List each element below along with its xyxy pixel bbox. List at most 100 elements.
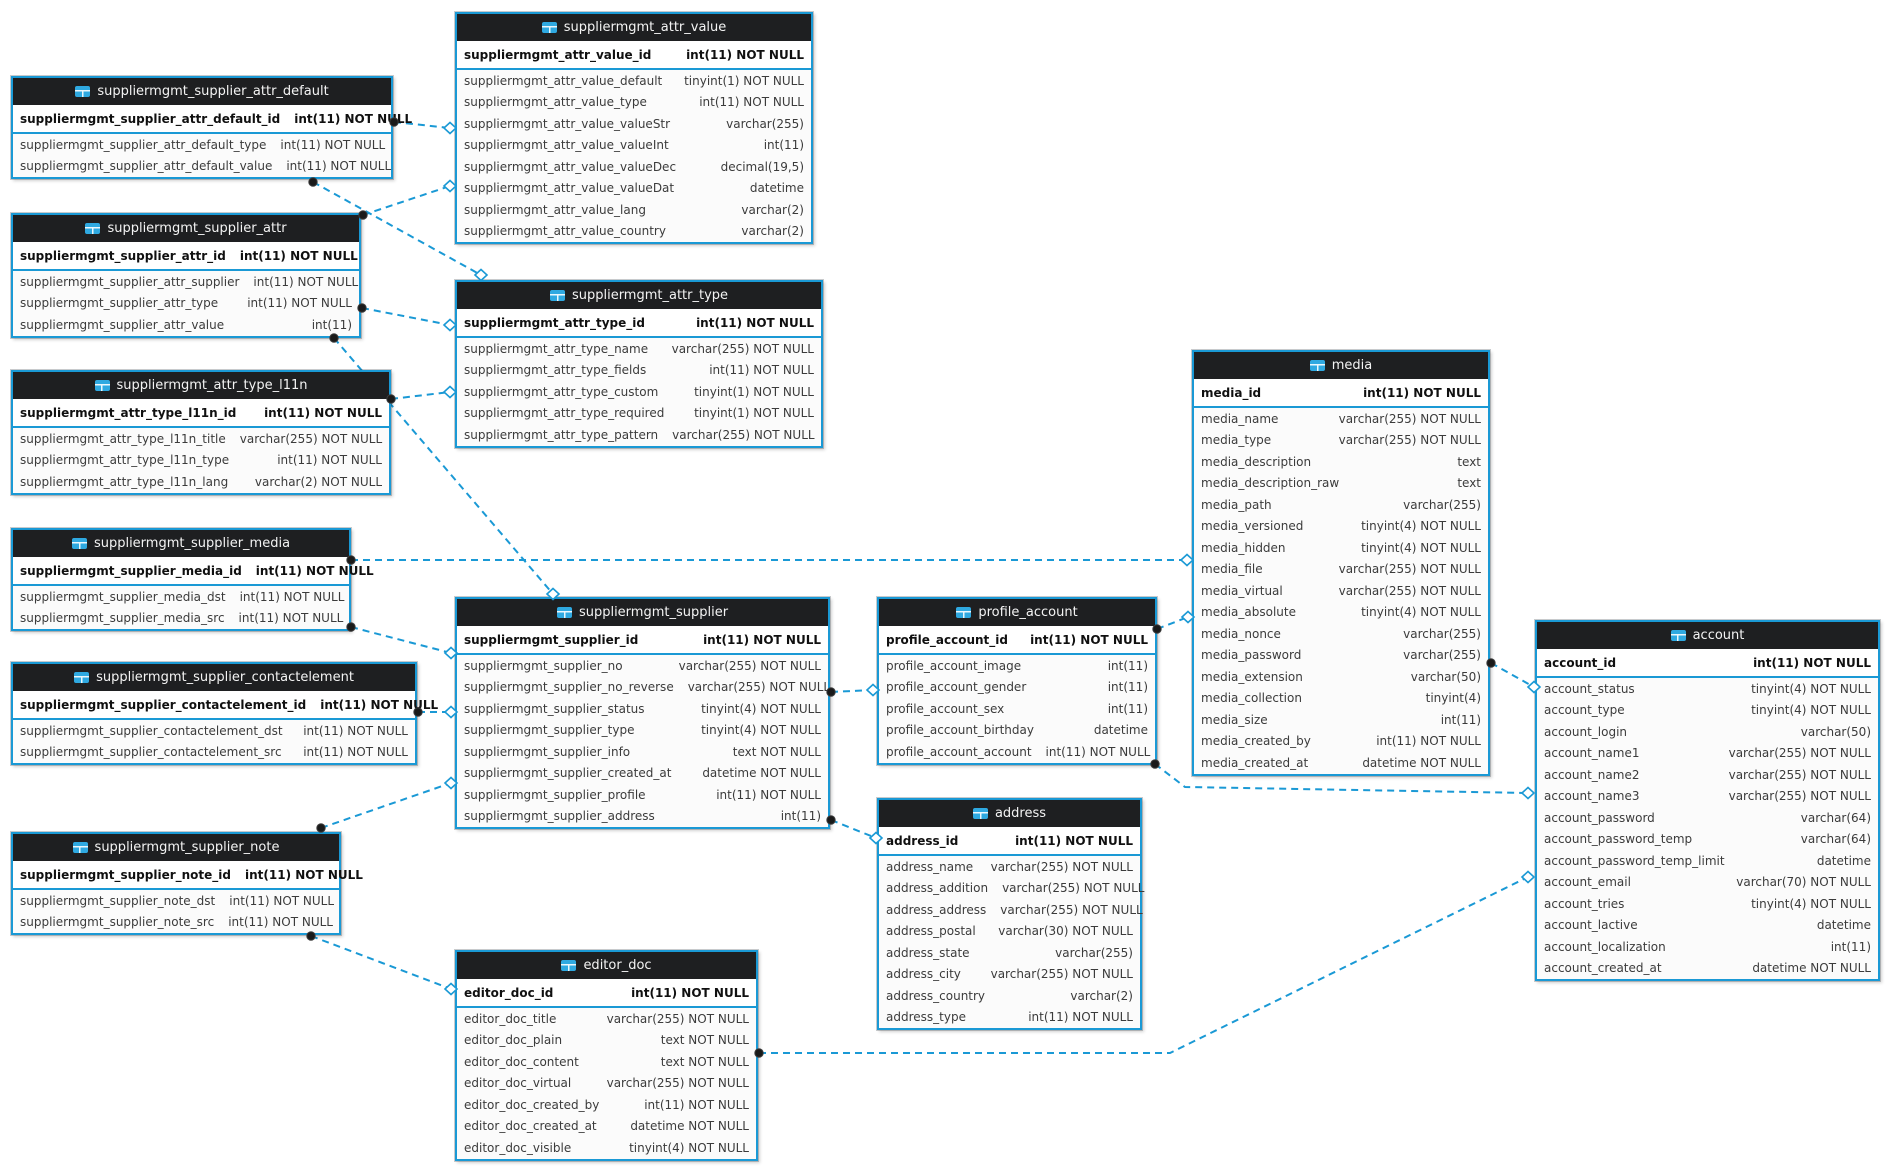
table-suppliermgmt_attr_value[interactable]: suppliermgmt_attr_value suppliermgmt_attr… [455, 12, 813, 244]
table-suppliermgmt_supplier_media[interactable]: suppliermgmt_supplier_media suppliermgmt_… [11, 528, 374, 631]
pk-column-name: suppliermgmt_attr_type_id [464, 315, 645, 330]
table-suppliermgmt_supplier[interactable]: suppliermgmt_supplier suppliermgmt_suppli… [455, 597, 830, 829]
column-type: int(11) NOT NULL [699, 95, 804, 110]
table-header[interactable]: suppliermgmt_supplier_contactelement [13, 664, 415, 691]
rel-supplier-address[interactable] [830, 819, 877, 839]
column-name: suppliermgmt_attr_type_fields [464, 363, 647, 378]
column-name: profile_account_account [886, 744, 1032, 759]
column-type: varchar(255) NOT NULL [678, 658, 821, 673]
table-header[interactable]: editor_doc [457, 952, 756, 979]
table-title: suppliermgmt_attr_value [563, 20, 727, 35]
column-type: int(11) [1107, 658, 1148, 673]
rel-profile-account-media[interactable] [1156, 616, 1189, 630]
table-suppliermgmt_supplier_note[interactable]: suppliermgmt_supplier_note suppliermgmt_s… [11, 832, 363, 935]
table-header[interactable]: suppliermgmt_supplier_media [13, 530, 349, 557]
rel-attr-type-l11n-attr-type[interactable] [390, 391, 451, 400]
column-row: suppliermgmt_supplier_contactelement_dst… [13, 720, 415, 742]
column-type: int(11) NOT NULL [1376, 734, 1481, 749]
column-name: profile_account_gender [886, 680, 1027, 695]
table-header[interactable]: suppliermgmt_supplier_attr_default [13, 78, 391, 105]
rel-supplier-attr-attr-type[interactable] [361, 307, 451, 326]
column-row: suppliermgmt_supplier_attr_default_value… [13, 156, 391, 178]
table-header[interactable]: suppliermgmt_attr_value [457, 14, 811, 41]
table-header[interactable]: media [1194, 352, 1488, 379]
column-name: suppliermgmt_attr_type_pattern [464, 427, 659, 442]
pk-column-type: int(11) NOT NULL [1363, 385, 1481, 400]
column-type: tinyint(4) NOT NULL [1361, 519, 1481, 534]
column-type: int(11) NOT NULL [239, 589, 345, 604]
column-name: suppliermgmt_supplier_attr_default_value [20, 159, 273, 174]
table-icon [956, 607, 972, 618]
table-header[interactable]: profile_account [879, 599, 1155, 626]
rel-editor-doc-account[interactable] [759, 876, 1529, 1054]
table-icon [75, 86, 91, 97]
rel-attr-default-attr-value[interactable] [393, 121, 451, 129]
rel-media-account[interactable] [1490, 662, 1535, 688]
table-header[interactable]: suppliermgmt_supplier_note [13, 834, 339, 861]
column-name: suppliermgmt_attr_value_valueDat [464, 181, 675, 196]
rel-supplier-attr-attr-value[interactable] [362, 185, 451, 216]
pk-column-name: suppliermgmt_supplier_attr_id [20, 248, 226, 263]
column-type: int(11) [1107, 701, 1148, 716]
rel-profile-account-account[interactable] [1154, 763, 1529, 794]
column-type: varchar(255) NOT NULL [990, 859, 1133, 874]
column-name: address_postal [886, 924, 976, 939]
column-type: varchar(255) NOT NULL [1338, 583, 1481, 598]
pk-column-name: suppliermgmt_supplier_note_id [20, 867, 231, 882]
table-suppliermgmt_supplier_attr[interactable]: suppliermgmt_supplier_attr suppliermgmt_s… [11, 213, 361, 338]
table-header[interactable]: account [1537, 622, 1878, 649]
column-type: varchar(50) [1410, 669, 1481, 684]
pk-column-type: int(11) NOT NULL [696, 315, 814, 330]
column-type: varchar(30) NOT NULL [998, 924, 1133, 939]
rel-supplier-media-supplier[interactable] [350, 626, 452, 654]
table-icon [549, 290, 565, 301]
pk-column-name: editor_doc_id [464, 985, 554, 1000]
rel-attr-default-attr-type[interactable] [312, 181, 482, 276]
column-type: text [1457, 476, 1481, 491]
column-name: media_virtual [1201, 583, 1283, 598]
table-header[interactable]: suppliermgmt_supplier_attr [13, 215, 359, 242]
column-name: media_hidden [1201, 540, 1286, 555]
rel-supplier-attr-supplier[interactable] [333, 337, 554, 595]
column-name: suppliermgmt_supplier_media_src [20, 611, 225, 626]
column-type: tinyint(4) NOT NULL [629, 1140, 749, 1155]
rel-note-editor-doc[interactable] [310, 935, 452, 990]
table-suppliermgmt_attr_type[interactable]: suppliermgmt_attr_type suppliermgmt_attr_… [455, 280, 823, 448]
column-name: account_name1 [1544, 746, 1640, 761]
column-name: suppliermgmt_attr_value_lang [464, 202, 646, 217]
table-header[interactable]: suppliermgmt_attr_type [457, 282, 821, 309]
column-name: suppliermgmt_attr_value_country [464, 224, 666, 239]
table-title: account [1692, 628, 1745, 643]
table-header[interactable]: suppliermgmt_attr_type_l11n [13, 372, 389, 399]
table-header[interactable]: suppliermgmt_supplier [457, 599, 828, 626]
column-type: int(11) [780, 809, 821, 824]
rel-note-supplier[interactable] [320, 782, 452, 829]
rel-supplier-profile-account[interactable] [830, 689, 874, 693]
column-name: account_status [1544, 681, 1635, 696]
table-title: suppliermgmt_supplier_note [94, 840, 280, 855]
column-name: account_name2 [1544, 767, 1640, 782]
pk-column-type: int(11) NOT NULL [1015, 833, 1133, 848]
column-type: int(11) NOT NULL [1045, 744, 1151, 759]
table-header[interactable]: address [879, 800, 1140, 827]
